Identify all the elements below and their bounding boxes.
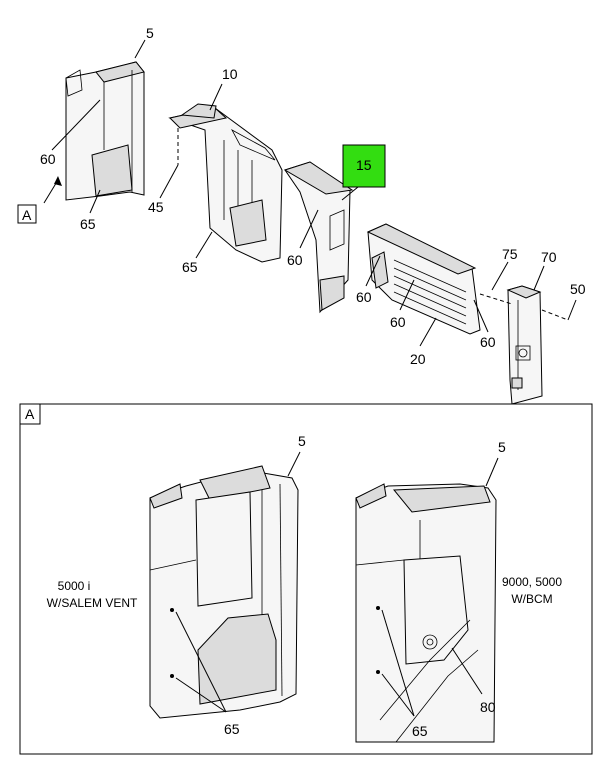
svg-text:60: 60 (390, 314, 406, 330)
callout-75: 75 (479, 246, 518, 305)
svg-text:5000 i: 5000 i (58, 579, 91, 593)
callout-65-left: 65 (80, 189, 101, 232)
svg-text:10: 10 (222, 66, 238, 82)
part-20-vent (366, 223, 481, 335)
callout-60-mid: 60 (287, 209, 319, 268)
svg-text:W/BCM: W/BCM (511, 592, 552, 606)
svg-text:60: 60 (287, 252, 303, 268)
view-a-marker: A (17, 176, 62, 224)
svg-text:60: 60 (40, 151, 56, 167)
svg-text:60: 60 (480, 334, 496, 350)
detail-callout-65-right: 65 (381, 609, 428, 739)
detail-callout-5-right: 5 (485, 439, 506, 487)
detail-callout-65-left: 65 (175, 611, 240, 737)
callout-60-vent-2: 60 (390, 279, 415, 330)
callout-70: 70 (533, 249, 557, 291)
svg-text:20: 20 (410, 351, 426, 367)
svg-text:A: A (22, 207, 32, 223)
callout-45: 45 (148, 128, 179, 215)
part-15-panel (283, 161, 354, 314)
svg-text:65: 65 (80, 216, 96, 232)
svg-text:60: 60 (356, 289, 372, 305)
svg-text:45: 45 (148, 199, 164, 215)
callout-60-left: 60 (40, 99, 101, 167)
svg-text:80: 80 (480, 699, 496, 715)
callout-60-vent-3: 60 (473, 299, 496, 350)
callout-10: 10 (209, 66, 238, 111)
svg-text:5: 5 (146, 25, 154, 41)
callout-65-mid: 65 (182, 231, 213, 275)
detail-callout-80: 80 (451, 647, 496, 715)
svg-text:9000, 5000: 9000, 5000 (502, 575, 562, 589)
callout-5-top: 5 (134, 25, 154, 59)
callout-60-vent-1: 60 (356, 255, 381, 305)
svg-text:70: 70 (541, 249, 557, 265)
part-10-panel (168, 103, 283, 263)
detail-note-right: 9000, 5000 W/BCM (502, 575, 562, 606)
detail-note-left: 5000 i W/SALEM VENT (47, 579, 138, 610)
callout-20: 20 (410, 317, 437, 367)
svg-text:W/SALEM VENT: W/SALEM VENT (47, 596, 138, 610)
svg-text:65: 65 (182, 259, 198, 275)
callout-15-highlight: 15 (341, 144, 386, 201)
svg-text:50: 50 (570, 281, 586, 297)
callout-50: 50 (541, 281, 586, 321)
svg-text:A: A (25, 406, 35, 422)
detail-callout-5-left: 5 (287, 433, 306, 477)
detail-left-panel (149, 465, 299, 719)
svg-text:75: 75 (502, 246, 518, 262)
svg-text:5: 5 (298, 433, 306, 449)
svg-text:65: 65 (412, 723, 428, 739)
svg-text:15: 15 (356, 157, 372, 173)
detail-right-panel (355, 483, 497, 743)
highlight-box (342, 144, 386, 188)
part-70-bracket (506, 285, 543, 405)
part-5-panel (65, 61, 145, 201)
svg-text:5: 5 (498, 439, 506, 455)
svg-text:65: 65 (224, 721, 240, 737)
